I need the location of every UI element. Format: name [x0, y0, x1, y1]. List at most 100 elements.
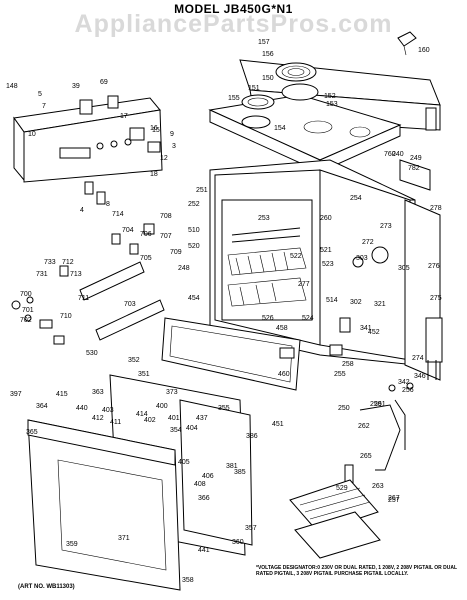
part-label: 17: [120, 113, 128, 120]
part-label: 275: [430, 295, 442, 302]
oven-body: [209, 159, 416, 366]
part-label: 249: [410, 155, 422, 162]
part-label: 406: [202, 473, 214, 480]
part-label: 701: [22, 307, 34, 314]
part-label: 278: [430, 205, 442, 212]
terminal-block: [397, 31, 437, 131]
part-label: 150: [262, 75, 274, 82]
part-label: 529: [336, 485, 348, 492]
part-label: 451: [272, 421, 284, 428]
model-title: MODEL JB450G*N1: [174, 2, 293, 16]
part-label: 711: [78, 295, 89, 302]
part-label: 365: [26, 429, 38, 436]
part-label: 363: [92, 389, 104, 396]
part-label: 265: [360, 453, 372, 460]
part-label: 357: [245, 525, 257, 532]
part-label: 709: [170, 249, 182, 256]
part-label: 458: [276, 325, 288, 332]
part-label: 524: [302, 315, 314, 322]
part-label: 240: [392, 151, 404, 158]
part-label: 5: [38, 91, 42, 98]
part-label: 152: [324, 93, 336, 100]
part-label: 274: [412, 355, 424, 362]
part-label: 400: [156, 403, 168, 410]
part-label: 257: [388, 497, 400, 504]
part-label: 273: [380, 223, 392, 230]
part-labels: 5 7 17 18 39 69 148 150 151 152 153 154 …: [6, 39, 442, 584]
part-label: 272: [362, 239, 374, 246]
part-label: 401: [168, 415, 180, 422]
part-label: 248: [178, 265, 190, 272]
part-label: 510: [188, 227, 200, 234]
part-label: 733: [44, 259, 56, 266]
part-label: 154: [274, 125, 286, 132]
part-label: 358: [182, 577, 194, 584]
part-label: 530: [86, 350, 98, 357]
part-label: 260: [320, 215, 332, 222]
part-label: 412: [92, 415, 104, 422]
part-label: 277: [298, 281, 310, 288]
part-label: 404: [186, 425, 198, 432]
part-label: 373: [166, 389, 178, 396]
part-label: 3: [172, 143, 176, 150]
power-cord-and-brackets: [279, 317, 443, 392]
part-label: 520: [188, 243, 200, 250]
part-label: 7: [42, 103, 46, 110]
part-label: 157: [258, 39, 270, 46]
part-label: 253: [258, 215, 270, 222]
part-label: 276: [428, 263, 440, 270]
part-label: 305: [398, 265, 410, 272]
part-label: 39: [72, 83, 80, 90]
part-label: 702: [20, 317, 32, 324]
part-label: 364: [36, 403, 48, 410]
part-label: 408: [194, 481, 206, 488]
surface-units: [241, 62, 319, 129]
storage-drawer: [161, 317, 301, 391]
part-label: 251: [196, 187, 208, 194]
part-label: 250: [338, 405, 350, 412]
part-label: 263: [372, 483, 384, 490]
part-label: 360: [232, 539, 244, 546]
part-label: 261: [374, 401, 386, 408]
part-label: 782: [408, 165, 420, 172]
door-hinges: [344, 399, 406, 488]
part-label: 521: [320, 247, 332, 254]
part-label: 514: [326, 297, 338, 304]
part-label: 267: [388, 495, 400, 502]
broiler-pan: [289, 479, 381, 559]
part-label: 4: [80, 207, 84, 214]
part-label: 341: [360, 325, 372, 332]
part-label: 714: [112, 211, 124, 218]
part-label: 452: [368, 329, 380, 336]
part-label: 321: [374, 301, 386, 308]
part-label: 760: [384, 151, 396, 158]
part-label: 713: [70, 271, 82, 278]
part-label: 252: [188, 201, 200, 208]
cooktop: [208, 94, 402, 173]
part-label: 704: [122, 227, 134, 234]
part-label: 148: [6, 83, 18, 90]
part-label: 258: [342, 361, 354, 368]
part-label: 346: [414, 373, 426, 380]
part-label: 151: [248, 85, 260, 92]
part-label: 386: [246, 433, 258, 440]
part-label: 440: [76, 405, 88, 412]
burner-valves-and-switches: [11, 181, 165, 345]
part-label: 522: [290, 253, 302, 260]
part-label: 18: [150, 171, 158, 178]
part-label: 342: [398, 379, 410, 386]
part-label: 16: [150, 125, 158, 132]
part-label: 437: [196, 415, 208, 422]
part-label: 700: [20, 291, 32, 298]
part-label: 441: [198, 547, 210, 554]
part-label: 708: [160, 213, 172, 220]
part-label: 523: [322, 261, 334, 268]
part-label: 705: [140, 255, 152, 262]
part-label: 731: [36, 271, 48, 278]
oven-door: [27, 374, 253, 591]
part-label: 526: [262, 315, 274, 322]
part-label: 454: [188, 295, 200, 302]
part-label: 411: [110, 419, 121, 426]
part-label: 351: [138, 371, 150, 378]
